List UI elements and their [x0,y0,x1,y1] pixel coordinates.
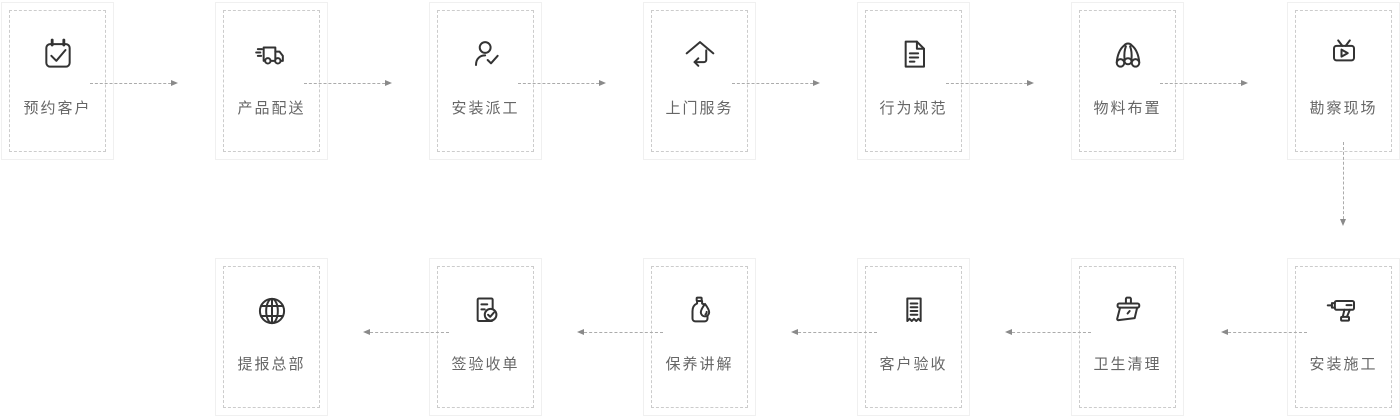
step-card-installation: 安装施工 [1287,258,1400,416]
step-label: 勘察现场 [1309,100,1378,117]
home-return-icon [680,35,720,75]
tv-play-icon [1324,35,1364,75]
flow-arrow-left-2 [1005,329,1091,335]
card-dashed-frame: 安装派工 [437,10,534,152]
step-card-customer-acceptance: 客户验收 [857,258,970,416]
step-card-product-delivery: 产品配送 [215,2,328,160]
drill-icon [1324,291,1364,331]
step-label: 预约客户 [23,100,92,117]
card-dashed-frame: 上门服务 [651,10,748,152]
oil-bottle-drop-icon [680,291,720,331]
step-card-sign-receipt: 签验收单 [429,258,542,416]
step-label: 保养讲解 [665,356,734,373]
flow-arrow-right-5 [946,80,1034,86]
card-dashed-frame: 卫生清理 [1079,266,1176,408]
step-label: 提报总部 [237,356,306,373]
flow-arrow-left-4 [577,329,663,335]
step-label: 物料布置 [1093,100,1162,117]
flow-arrow-right-6 [1160,80,1248,86]
card-dashed-frame: 提报总部 [223,266,320,408]
globe-icon [252,291,292,331]
step-card-book-customer: 预约客户 [1,2,114,160]
step-label: 签验收单 [451,356,520,373]
step-label: 客户验收 [879,356,948,373]
cleaning-brush-icon [1108,291,1148,331]
flow-arrow-right-4 [732,80,820,86]
worker-check-icon [466,35,506,75]
flow-arrow-right-3 [518,80,606,86]
step-label: 上门服务 [665,100,734,117]
step-card-site-survey: 勘察现场 [1287,2,1400,160]
card-dashed-frame: 勘察现场 [1295,10,1392,152]
flow-arrow-left-3 [791,329,877,335]
receipt-lines-icon [894,291,934,331]
step-card-conduct-code: 行为规范 [857,2,970,160]
card-dashed-frame: 安装施工 [1295,266,1392,408]
card-dashed-frame: 物料布置 [1079,10,1176,152]
card-dashed-frame: 产品配送 [223,10,320,152]
flow-arrow-left-5 [363,329,449,335]
card-dashed-frame: 签验收单 [437,266,534,408]
document-check-icon [466,291,506,331]
step-label: 安装派工 [451,100,520,117]
step-label: 产品配送 [237,100,306,117]
step-label: 卫生清理 [1093,356,1162,373]
step-card-maintenance-brief: 保养讲解 [643,258,756,416]
material-rolls-icon [1108,35,1148,75]
card-dashed-frame: 行为规范 [865,10,962,152]
step-card-report-hq: 提报总部 [215,258,328,416]
step-card-material-layout: 物料布置 [1071,2,1184,160]
card-dashed-frame: 预约客户 [9,10,106,152]
flow-arrow-right-1 [90,80,178,86]
step-label: 行为规范 [879,100,948,117]
step-card-install-dispatch: 安装派工 [429,2,542,160]
flow-arrow-left-1 [1221,329,1307,335]
card-dashed-frame: 客户验收 [865,266,962,408]
step-label: 安装施工 [1309,356,1378,373]
flow-arrow-right-2 [304,80,392,86]
step-card-cleaning: 卫生清理 [1071,258,1184,416]
flow-arrow-down [1340,142,1346,226]
card-dashed-frame: 保养讲解 [651,266,748,408]
document-lines-icon [894,35,934,75]
delivery-truck-icon [252,35,292,75]
calendar-check-icon [38,35,78,75]
step-card-door-service: 上门服务 [643,2,756,160]
